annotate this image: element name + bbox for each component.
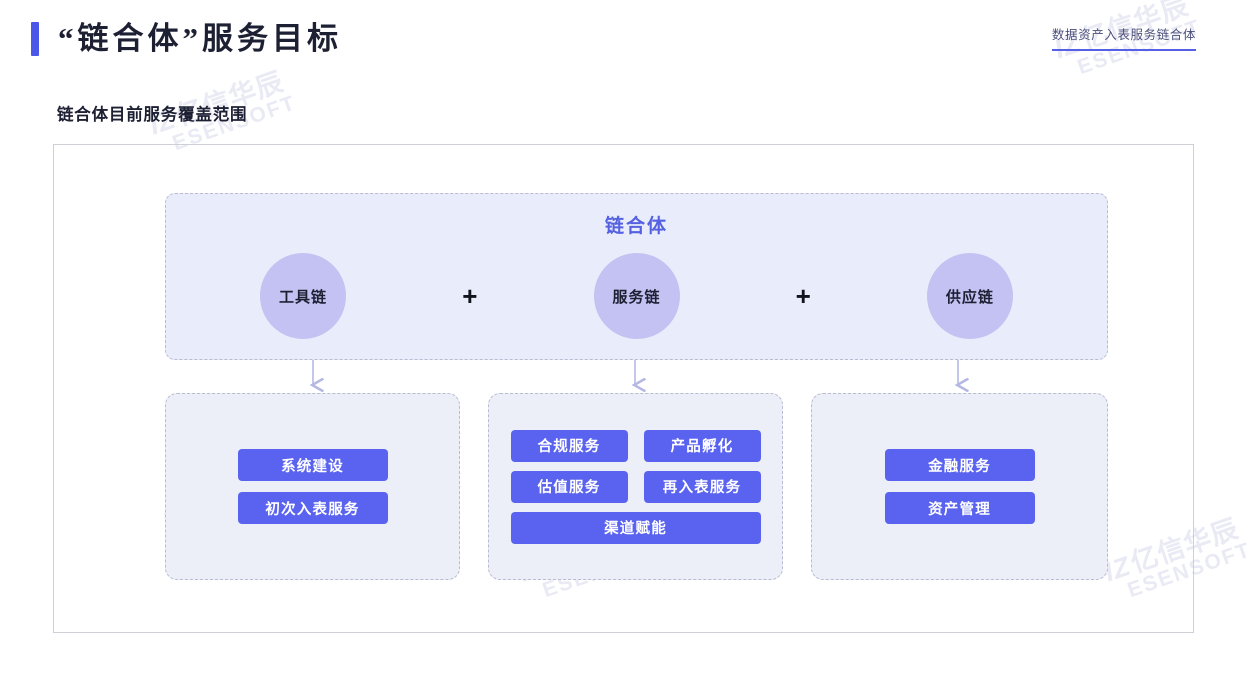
service-item-asset-management[interactable]: 资产管理: [884, 492, 1035, 524]
service-item-channel-empowerment[interactable]: 渠道赋能: [510, 511, 761, 544]
brand-tag-underline: [1051, 49, 1196, 51]
plus-icon: +: [795, 281, 811, 311]
service-item-first-entry[interactable]: 初次入表服务: [237, 492, 388, 524]
chain-group-panel: 链合体 工具链 + 服务链 + 供应链: [165, 193, 1108, 360]
service-item-valuation[interactable]: 估值服务: [510, 470, 628, 503]
service-item-product-incubation[interactable]: 产品孵化: [643, 429, 761, 462]
chain-node-supply[interactable]: 供应链: [926, 253, 1013, 339]
brand-tag: 数据资产入表服务链合体: [1051, 24, 1196, 51]
title-accent-bar: [31, 22, 39, 56]
service-item-compliance[interactable]: 合规服务: [510, 429, 628, 462]
service-panel-supply: 金融服务 资产管理: [811, 393, 1108, 580]
plus-icon: +: [462, 281, 478, 311]
service-panel-tool: 系统建设 初次入表服务: [165, 393, 460, 580]
brand-tag-label: 数据资产入表服务链合体: [1051, 28, 1196, 42]
chain-group-title: 链合体: [604, 216, 668, 237]
service-panel-service: 合规服务 产品孵化 估值服务 再入表服务 渠道赋能: [488, 393, 783, 580]
section-subtitle: 链合体目前服务覆盖范围: [57, 106, 248, 124]
page-header: “链合体”服务目标 数据资产入表服务链合体: [0, 0, 1248, 78]
chain-node-row: 工具链 + 服务链 + 供应链: [166, 248, 1107, 344]
page-title: “链合体”服务目标: [58, 21, 342, 56]
service-item-system-build[interactable]: 系统建设: [237, 449, 388, 481]
chain-node-tool[interactable]: 工具链: [260, 253, 347, 339]
diagram-frame: 链合体 工具链 + 服务链 + 供应链 系统建设 初次入表服务 合规服务 产品孵…: [53, 144, 1194, 633]
service-item-re-entry[interactable]: 再入表服务: [643, 470, 761, 503]
chain-node-service[interactable]: 服务链: [593, 253, 680, 339]
service-item-financial[interactable]: 金融服务: [884, 449, 1035, 481]
service-item-grid: 合规服务 产品孵化 估值服务 再入表服务: [510, 429, 761, 503]
